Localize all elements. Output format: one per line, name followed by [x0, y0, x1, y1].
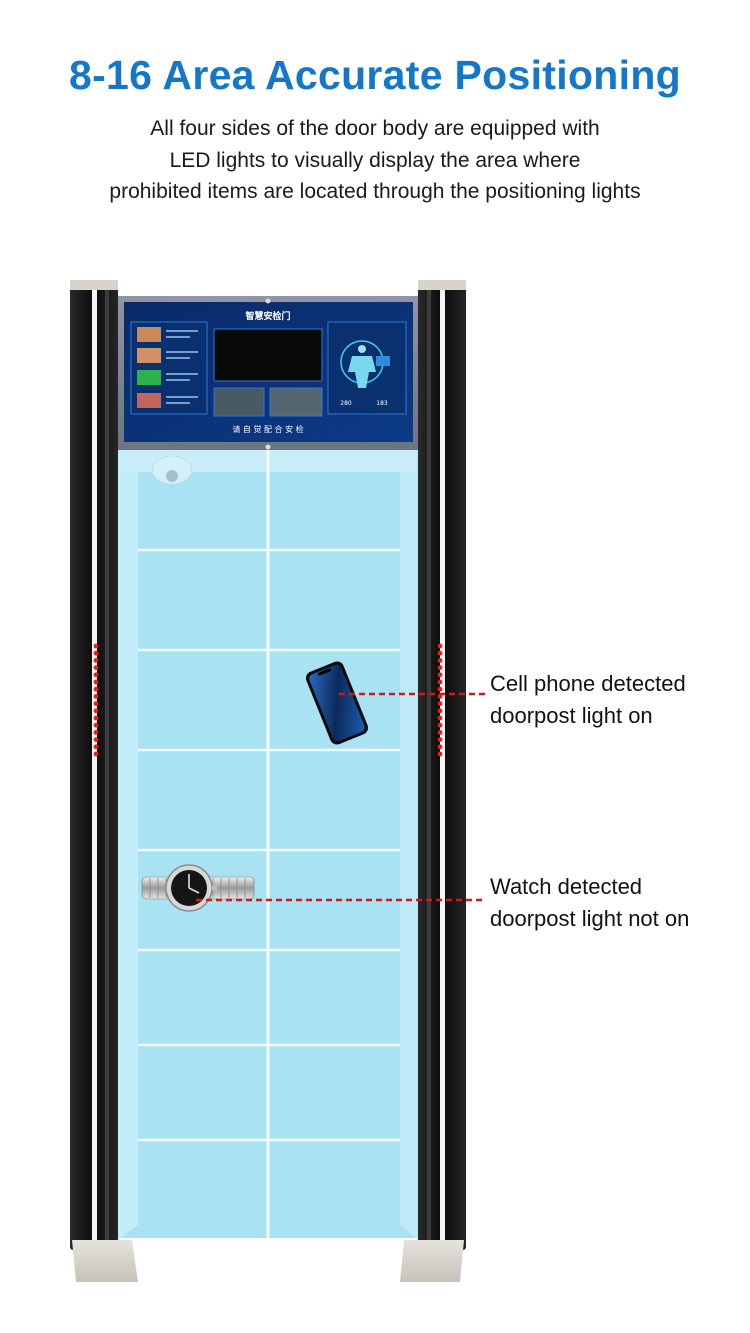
led-light [437, 751, 443, 757]
watch-callout-line-2: doorpost light not on [490, 906, 690, 931]
phone-callout-line-2: doorpost light on [490, 703, 653, 728]
phone-callout-label: Cell phone detected doorpost light on [490, 668, 686, 732]
subtitle-line-2: LED lights to visually display the area … [169, 148, 581, 172]
thumb-4 [137, 393, 161, 408]
phone-screen [309, 664, 365, 742]
top-panel: 智慧安检门 280 183 请 自 觉 配 合 安 检 [117, 296, 420, 450]
led-light [437, 665, 443, 670]
panel-screw-bottom [265, 444, 271, 450]
phone-callout-line-1: Cell phone detected [490, 671, 686, 696]
led-light [93, 672, 99, 678]
led-light [93, 708, 99, 714]
led-light [437, 737, 443, 742]
led-light [437, 708, 443, 714]
scan-body [348, 356, 376, 388]
glass-passage [118, 448, 418, 1240]
subtitle-line-3: prohibited items are located through the… [109, 180, 641, 203]
right-pillar-cap [418, 280, 466, 290]
left-pillar-stripe [92, 290, 97, 1240]
led-light [437, 672, 443, 678]
watch-hand-hour [188, 887, 200, 894]
glass-left-side [118, 448, 138, 1240]
led-light [93, 694, 99, 699]
panel-screw-top [265, 298, 271, 304]
screen-video-2 [213, 387, 265, 417]
scan-alert-box [376, 356, 390, 366]
phone-notch [317, 668, 332, 676]
screen-main-video [213, 328, 323, 382]
led-light [437, 658, 443, 663]
led-light [93, 715, 99, 721]
led-light [93, 686, 99, 692]
scan-head [358, 345, 366, 353]
right-pillar-edge [427, 290, 431, 1240]
watch-callout-line-1: Watch detected [490, 874, 643, 899]
cell-phone-image [305, 661, 369, 745]
glass-right-side [400, 448, 418, 1240]
led-light [437, 701, 443, 706]
led-light [437, 722, 443, 728]
right-led-strip [437, 643, 443, 757]
led-light [437, 679, 443, 685]
left-pillar-edge [105, 290, 109, 1240]
thumb-1 [137, 327, 161, 342]
led-light [93, 665, 99, 670]
led-light [93, 650, 99, 656]
watch-image [141, 864, 255, 912]
led-light [93, 679, 99, 685]
screen-video-3 [269, 387, 323, 417]
left-base [72, 1240, 138, 1282]
subtitle: All four sides of the door body are equi… [0, 113, 750, 208]
led-light [93, 751, 99, 757]
led-light [93, 701, 99, 706]
led-light [93, 744, 99, 750]
subtitle-line-1: All four sides of the door body are equi… [150, 117, 600, 140]
led-light [93, 658, 99, 663]
watch-crown [212, 885, 217, 891]
led-light [93, 730, 99, 735]
led-light [437, 730, 443, 735]
scan-left-stat: 280 [340, 400, 352, 407]
thumb-2 [137, 348, 161, 363]
thumb-3 [137, 370, 161, 385]
page-title: 8-16 Area Accurate Positioning [68, 52, 682, 98]
left-pillar-cap [70, 280, 118, 290]
watch-callout-label: Watch detected doorpost light not on [490, 871, 689, 935]
right-pillar-stripe [440, 290, 445, 1240]
left-led-strip [93, 643, 99, 757]
screen-title: 智慧安检门 [245, 310, 290, 322]
left-doorpost [70, 280, 138, 1282]
led-light [437, 643, 443, 649]
led-light [93, 643, 99, 649]
right-base [400, 1240, 464, 1282]
led-light [437, 650, 443, 656]
led-light [437, 715, 443, 721]
scan-right-stat: 183 [376, 400, 388, 407]
led-light [437, 744, 443, 750]
screen-prompt: 请 自 觉 配 合 安 检 [232, 424, 303, 434]
camera-lens [166, 470, 178, 482]
led-light [93, 722, 99, 728]
led-light [437, 686, 443, 692]
right-doorpost [400, 280, 466, 1282]
led-light [93, 737, 99, 742]
